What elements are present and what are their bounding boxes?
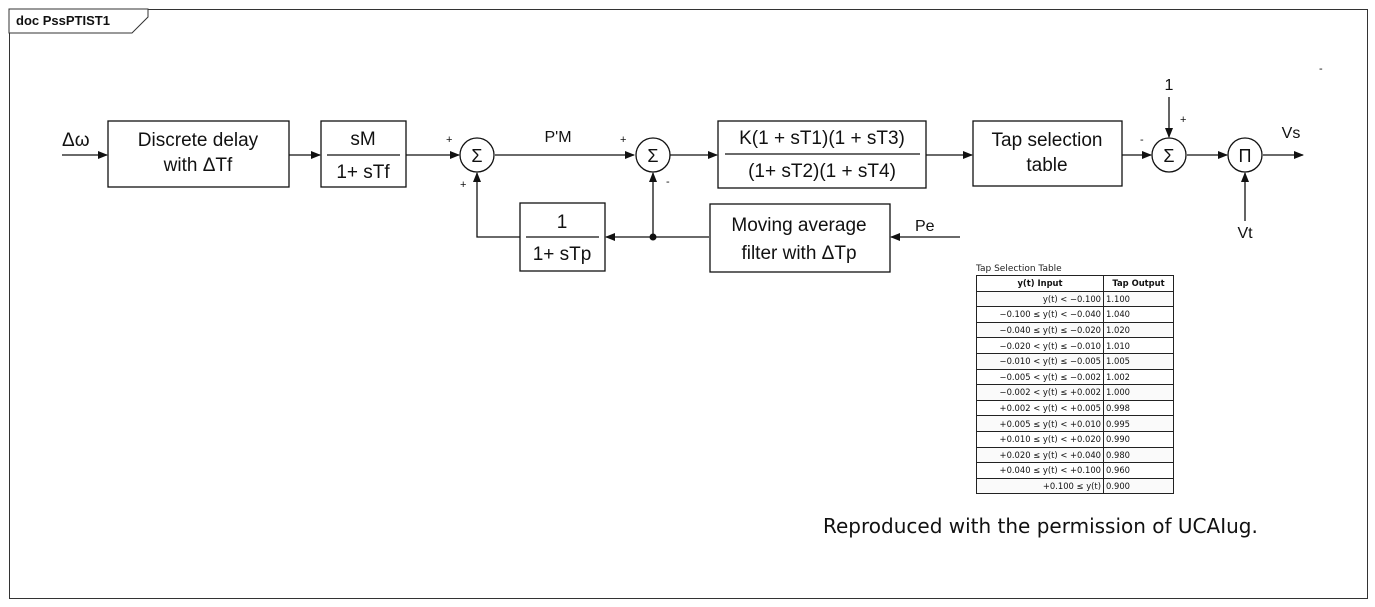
lag-numerator: 1 [557, 212, 568, 233]
delay-block [107, 120, 290, 188]
tap-block [972, 120, 1123, 187]
product-symbol: Π [1239, 146, 1252, 166]
tap-output-cell: 1.002 [1103, 368, 1174, 386]
delay-line1: Discrete delay [138, 130, 259, 151]
tap-input-cell: −0.002 < y(t) ≤ +0.002 [976, 384, 1104, 401]
tap-output-cell: 0.980 [1103, 446, 1174, 464]
leadlag-denominator: (1+ sT2)(1 + sT4) [748, 161, 896, 182]
tap-input-cell: +0.010 ≤ y(t) < +0.020 [976, 430, 1104, 448]
tap-output-cell: 1.005 [1103, 352, 1174, 370]
lag-to-sum1-arrow [473, 172, 520, 238]
filter-line2: filter with ΔTp [741, 243, 856, 264]
tap-output-cell: 0.995 [1103, 415, 1174, 432]
stray-mark: - [1319, 63, 1323, 75]
leadlag-numerator: K(1 + sT1)(1 + sT3) [739, 128, 905, 149]
tap-input-cell: y(t) < −0.100 [976, 290, 1104, 308]
filter-line1: Moving average [731, 215, 866, 236]
tap-input-cell: +0.020 ≤ y(t) < +0.040 [976, 446, 1104, 464]
product-circle [1227, 137, 1263, 173]
sum2-minus-sign: - [666, 176, 670, 188]
tap-output-cell: 0.960 [1103, 462, 1174, 479]
header-input: y(t) Input [976, 275, 1104, 292]
tap-input-cell: +0.005 ≤ y(t) < +0.010 [976, 415, 1104, 432]
tap-output-cell: 1.040 [1103, 306, 1174, 323]
header-output: Tap Output [1103, 275, 1174, 292]
tap-input-cell: +0.040 ≤ y(t) < +0.100 [976, 462, 1104, 479]
sum3-minus-sign: - [1140, 134, 1144, 146]
table-row: +0.100 ≤ y(t)0.900 [976, 477, 1174, 495]
sum2-circle [635, 137, 671, 173]
frame-title: doc PssPTIST1 [16, 13, 110, 28]
frame-title-tab: doc PssPTIST1 [8, 8, 149, 34]
const-one-label: 1 [1165, 77, 1174, 94]
sum3-symbol: Σ [1163, 146, 1174, 166]
sum2-plus-sign: + [620, 134, 626, 146]
sum1-circle [459, 137, 495, 173]
washout-numerator: sM [350, 129, 375, 150]
pm-label: P'M [544, 129, 571, 146]
tap-input-cell: −0.010 < y(t) ≤ −0.005 [976, 352, 1104, 370]
washout-denominator: 1+ sTf [336, 162, 390, 183]
tap-input-cell: +0.002 < y(t) < +0.005 [976, 399, 1104, 417]
pe-label: Pe [915, 218, 935, 235]
sum2-symbol: Σ [647, 146, 658, 166]
junction-dot [649, 233, 657, 241]
lag-denominator: 1+ sTp [533, 244, 592, 265]
sum1-symbol: Σ [471, 146, 482, 166]
tap-output-cell: 0.990 [1103, 430, 1174, 448]
tap-output-cell: 0.998 [1103, 399, 1174, 417]
washout-block [320, 120, 407, 188]
input-label: Δω [62, 130, 90, 151]
tap-output-cell: 1.020 [1103, 321, 1174, 339]
vt-label: Vt [1237, 225, 1253, 242]
tap-line2: table [1026, 155, 1067, 176]
sum3-circle [1151, 137, 1187, 173]
tap-input-cell: −0.020 < y(t) ≤ −0.010 [976, 337, 1104, 354]
tap-input-cell: −0.040 ≤ y(t) ≤ −0.020 [976, 321, 1104, 339]
tap-table-header-row: y(t) Input Tap Output [976, 275, 1174, 292]
filter-block [709, 203, 891, 273]
diagram-frame [9, 9, 1368, 599]
sum1-plus-sign: + [446, 134, 452, 146]
tap-selection-table: Tap Selection Table y(t) Input Tap Outpu… [976, 264, 1176, 495]
tap-input-cell: +0.100 ≤ y(t) [976, 477, 1104, 495]
tap-line1: Tap selection [992, 130, 1103, 151]
output-label: Vs [1282, 125, 1301, 142]
tap-output-cell: 0.900 [1103, 477, 1174, 495]
tap-input-cell: −0.100 ≤ y(t) < −0.040 [976, 306, 1104, 323]
sum1-feedback-plus-sign: + [460, 179, 466, 191]
sum3-plus-sign: + [1180, 114, 1186, 126]
tap-table-caption: Tap Selection Table [976, 264, 1062, 274]
tap-output-cell: 1.100 [1103, 290, 1174, 308]
tap-output-cell: 1.010 [1103, 337, 1174, 354]
tap-output-cell: 1.000 [1103, 384, 1174, 401]
delay-line2: with ΔTf [163, 155, 233, 176]
permission-credit: Reproduced with the permission of UCAIug… [823, 514, 1258, 538]
tap-input-cell: −0.005 < y(t) ≤ −0.002 [976, 368, 1104, 386]
